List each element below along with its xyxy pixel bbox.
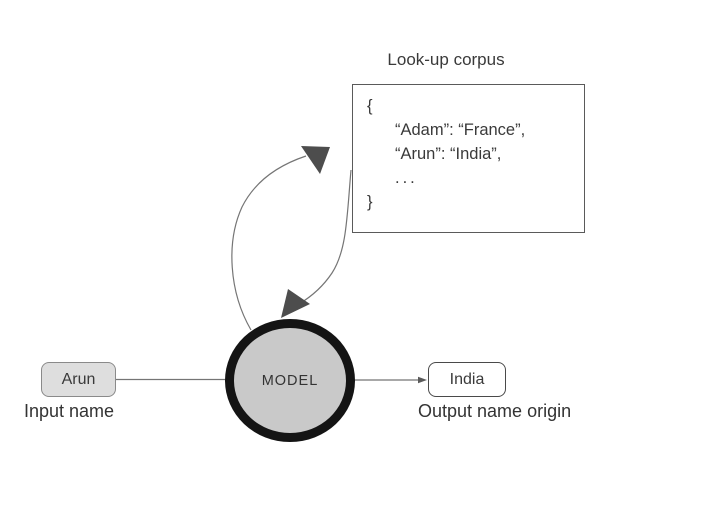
corpus-to-model-arrowhead-icon — [281, 289, 310, 318]
corpus-line-entry: “Arun”: “India”, — [395, 145, 502, 163]
input-caption: Input name — [24, 401, 115, 421]
model-label: MODEL — [261, 372, 319, 389]
corpus-box: { “Adam”: “France”, “Arun”: “India”, ...… — [352, 84, 585, 233]
input-name-value: Arun — [61, 370, 96, 388]
corpus-line-entry: “Adam”: “France”, — [395, 121, 526, 139]
model-node: MODEL — [225, 319, 355, 442]
corpus-to-model-arrow-line — [298, 169, 352, 305]
corpus-title: Look-up corpus — [387, 50, 505, 69]
output-name-node: India — [428, 362, 506, 397]
input-name-node: Arun — [41, 362, 116, 397]
corpus-line-open: { — [367, 97, 373, 115]
output-arrowhead-icon — [418, 376, 427, 384]
corpus-line-ellipsis: ... — [395, 169, 418, 187]
model-to-corpus-arrow-line — [231, 155, 307, 331]
corpus-line-close: } — [367, 193, 373, 211]
output-caption: Output name origin — [418, 401, 572, 421]
output-name-value: India — [449, 370, 485, 388]
model-to-corpus-arrowhead-icon — [301, 146, 330, 174]
